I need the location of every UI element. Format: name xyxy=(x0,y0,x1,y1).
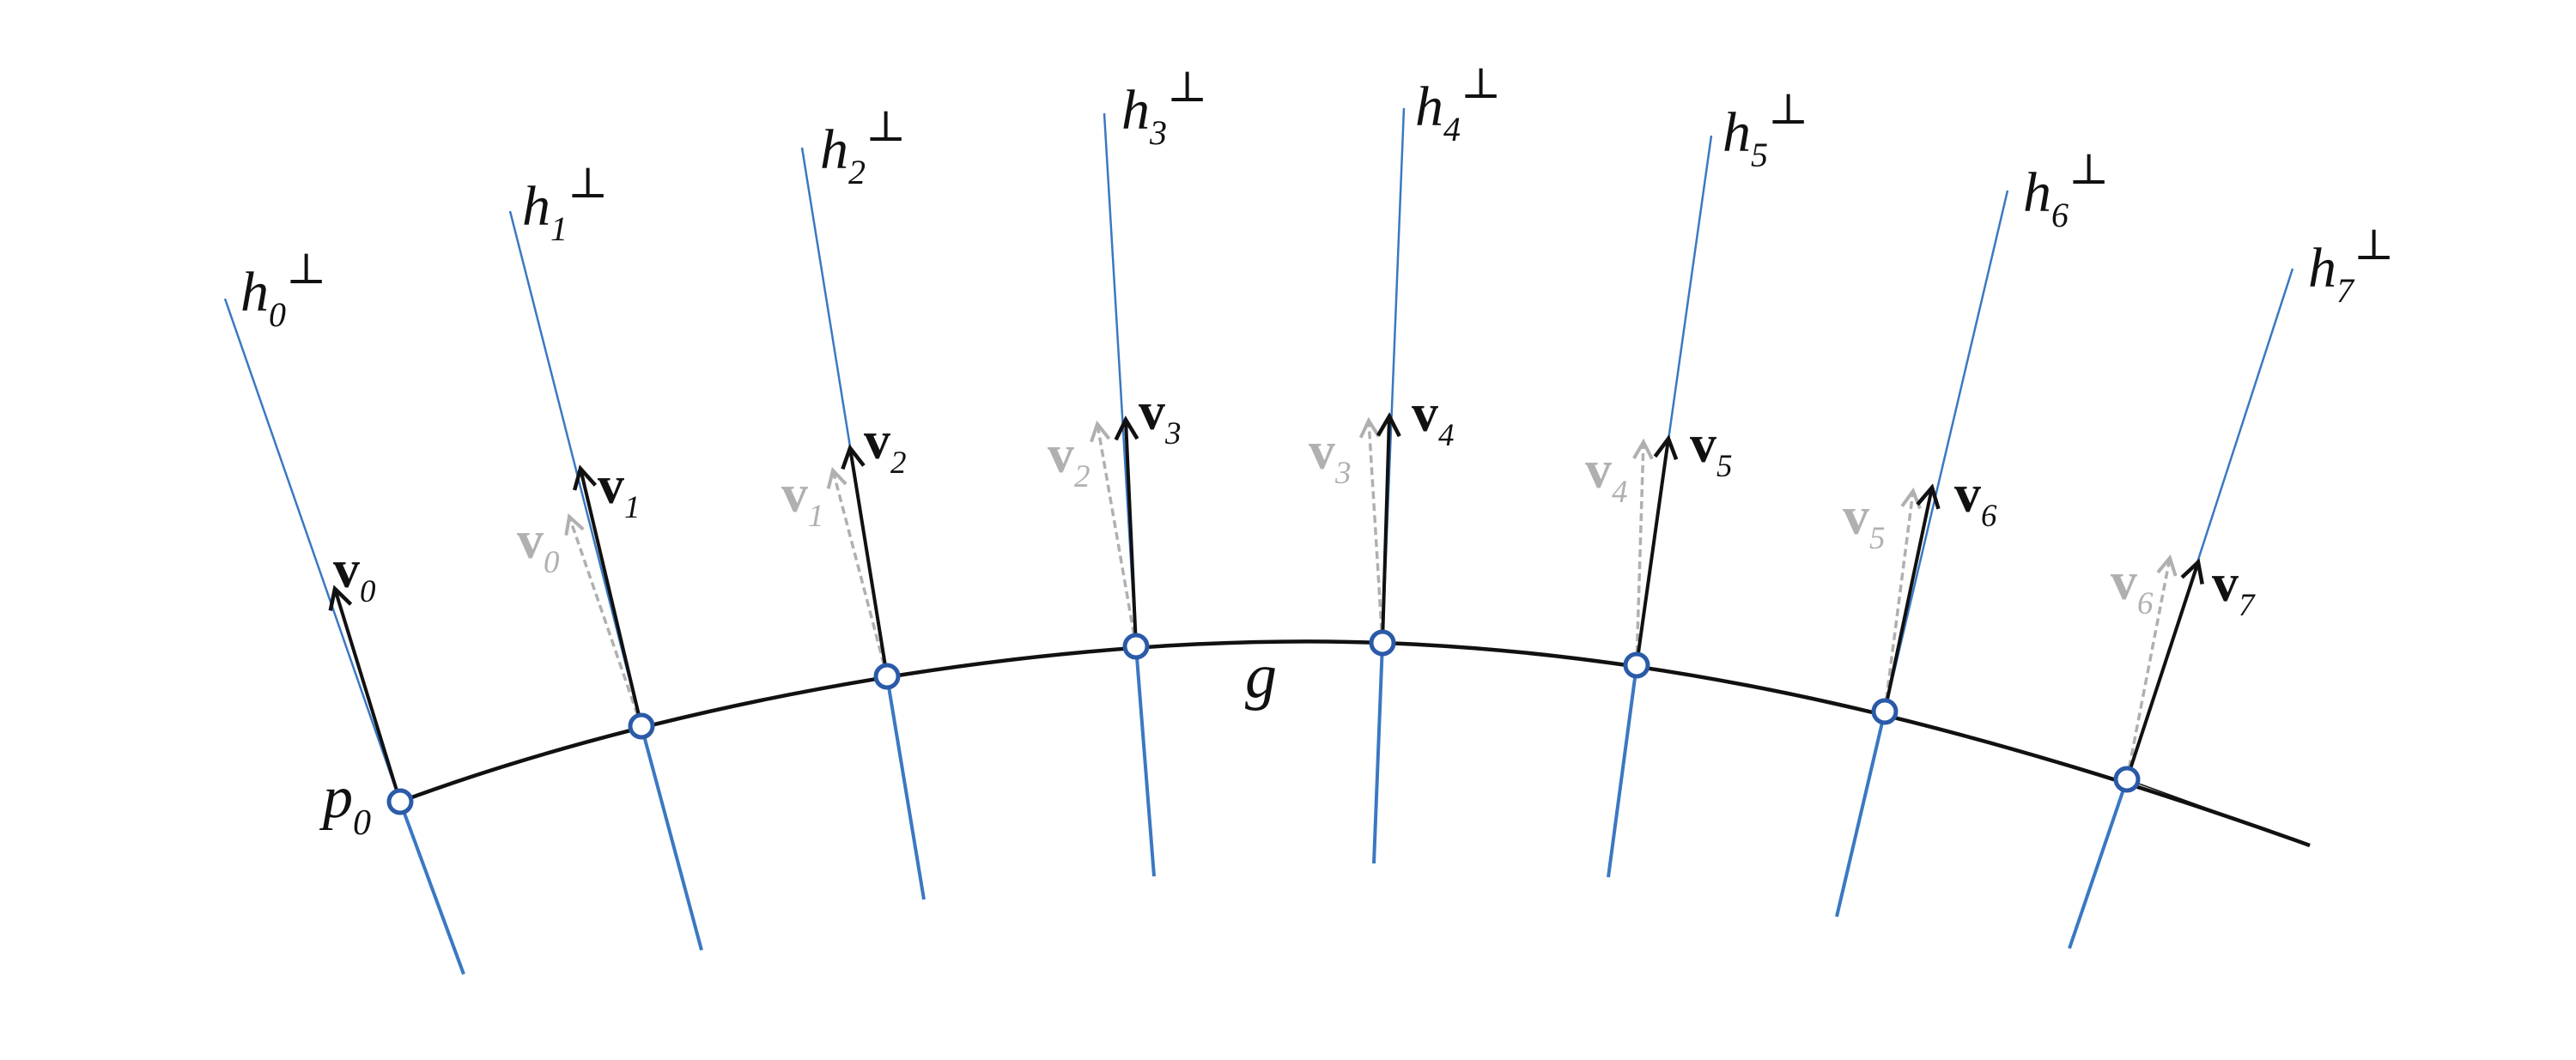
vector-5-head xyxy=(1653,434,1679,461)
geodesic-curve xyxy=(399,639,2311,848)
transversal-h7-lower xyxy=(2068,778,2129,949)
previous-vector-7 xyxy=(2125,557,2172,780)
transversal-h6-lower xyxy=(1835,711,1886,918)
label-previous-v0: v0 xyxy=(517,512,560,580)
label-h5-perp: h5⊥ xyxy=(1722,85,1808,174)
label-h1-perp: h1⊥ xyxy=(522,159,608,248)
previous-vector-2-head xyxy=(826,466,848,489)
label-v0: v0 xyxy=(333,541,376,609)
curve-point-2 xyxy=(873,663,901,690)
vector-5 xyxy=(1635,438,1670,666)
vector-0 xyxy=(333,588,402,803)
curve-point-5 xyxy=(1623,651,1650,679)
transversal-h0-lower xyxy=(398,801,465,975)
vector-6 xyxy=(1883,487,1934,712)
geodesic-curve-tail xyxy=(2126,778,2311,846)
label-v4: v4 xyxy=(1412,385,1455,453)
curve-point-7 xyxy=(2113,766,2141,793)
vector-0-head xyxy=(328,585,353,611)
previous-vector-6 xyxy=(1883,490,1915,712)
label-curve-g: g xyxy=(1245,641,1277,712)
curve-points xyxy=(386,629,2141,815)
label-p0: p0 xyxy=(319,765,371,843)
label-h2-perp: h2⊥ xyxy=(820,102,906,191)
label-v7: v7 xyxy=(2212,554,2256,623)
vector-6-head xyxy=(1916,483,1941,510)
vector-4 xyxy=(1381,415,1391,644)
transversal-h0-upper xyxy=(223,298,402,803)
vector-1-head xyxy=(572,464,598,491)
previous-vector-1 xyxy=(568,516,643,727)
vector-3-head xyxy=(1114,415,1139,441)
curve-point-4 xyxy=(1369,629,1396,657)
curve-point-0 xyxy=(386,788,414,815)
vector-7 xyxy=(2125,561,2200,780)
transversal-h5-lower xyxy=(1607,664,1638,878)
previous-vector-3 xyxy=(1096,423,1138,647)
curve-point-1 xyxy=(628,712,655,740)
transversal-h4-lower xyxy=(1372,642,1384,864)
transversal-lines xyxy=(223,107,2294,975)
label-h3-perp: h3⊥ xyxy=(1121,63,1207,152)
transversal-h6-upper xyxy=(1883,190,2009,712)
previous-vector-5-head xyxy=(1632,438,1654,460)
previous-vector-4 xyxy=(1367,420,1384,644)
label-h6-perp: h6⊥ xyxy=(2023,145,2109,234)
curve-point-3 xyxy=(1122,633,1150,660)
label-v3: v3 xyxy=(1139,383,1182,451)
previous-vector-1-head xyxy=(564,513,585,536)
previous-vectors xyxy=(564,416,2178,780)
geodesic-curve-group xyxy=(399,639,2311,848)
label-previous-v1: v1 xyxy=(781,465,824,534)
label-previous-v5: v5 xyxy=(1843,488,1886,556)
vector-2 xyxy=(848,447,889,677)
curve-point-6 xyxy=(1871,698,1899,725)
previous-vector-3-head xyxy=(1090,420,1111,443)
vector-7-head xyxy=(2180,558,2204,585)
label-h0-perp: h0⊥ xyxy=(240,245,326,334)
label-h7-perp: h7⊥ xyxy=(2308,221,2394,310)
label-previous-v6: v6 xyxy=(2111,553,2154,621)
label-previous-v2: v2 xyxy=(1048,426,1091,494)
transversal-h1-lower xyxy=(640,725,703,951)
label-v2: v2 xyxy=(864,412,907,481)
previous-vector-5 xyxy=(1635,441,1645,666)
transversal-h2-lower xyxy=(885,675,926,900)
label-v6: v6 xyxy=(1954,465,1997,534)
vector-4-head xyxy=(1376,412,1401,438)
vector-3 xyxy=(1124,419,1138,647)
previous-vector-4-head xyxy=(1358,416,1381,439)
vector-1 xyxy=(579,468,643,727)
transported-vectors xyxy=(328,412,2204,803)
label-v1: v1 xyxy=(598,457,641,525)
label-h4-perp: h4⊥ xyxy=(1415,59,1501,148)
label-previous-v4: v4 xyxy=(1585,441,1628,510)
vector-2-head xyxy=(841,444,866,470)
label-v5: v5 xyxy=(1690,415,1733,484)
transversal-h3-lower xyxy=(1134,645,1156,877)
label-previous-v3: v3 xyxy=(1309,422,1352,491)
labels: h0⊥ v0 h1⊥ v1 v0 h2⊥ v2 v1 h3⊥ v3 v2 h4⊥ v4 v3 h5⊥ v5 v4… xyxy=(240,59,2394,843)
previous-vector-7-head xyxy=(2156,554,2178,577)
